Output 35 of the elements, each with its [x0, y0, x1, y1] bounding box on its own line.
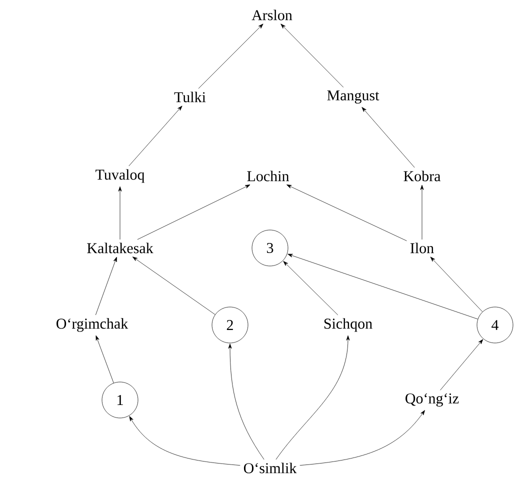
node-label: Qo‘ng‘iz	[406, 393, 459, 407]
arrow	[95, 256, 117, 316]
arrow	[128, 106, 182, 166]
node-label: O‘rgimchak	[56, 318, 128, 332]
arrow	[118, 186, 122, 240]
arrow	[430, 256, 483, 312]
arrow	[132, 256, 216, 315]
node-label: Tulki	[174, 92, 206, 102]
circle-node: 4	[476, 306, 514, 344]
arrow	[129, 416, 240, 466]
arrow	[283, 261, 338, 316]
arrow	[276, 335, 350, 460]
arrow	[198, 24, 264, 89]
node-label: Tuvaloq	[96, 169, 144, 183]
node-label: Kobra	[404, 170, 441, 182]
arrow	[300, 410, 425, 466]
arrow	[137, 184, 250, 240]
arrow	[420, 184, 424, 240]
arrow	[362, 107, 415, 168]
circle-node: 1	[102, 382, 138, 418]
circle-node: 3	[252, 230, 288, 266]
node-label: Lochin	[247, 170, 290, 182]
node-label: Arslon	[252, 10, 292, 20]
node-label: O‘simlik	[244, 462, 297, 474]
arrow	[96, 335, 114, 384]
arrow	[286, 184, 407, 242]
node-label: Mangust	[327, 90, 380, 104]
node-label: Kaltakesak	[87, 242, 154, 254]
node-label: Ilon	[410, 242, 434, 254]
arrow	[228, 344, 264, 460]
circle-node: 2	[212, 306, 248, 344]
node-label: Sichqon	[324, 318, 372, 332]
arrow	[288, 254, 478, 320]
arrow	[440, 339, 484, 390]
arrow	[280, 24, 344, 88]
